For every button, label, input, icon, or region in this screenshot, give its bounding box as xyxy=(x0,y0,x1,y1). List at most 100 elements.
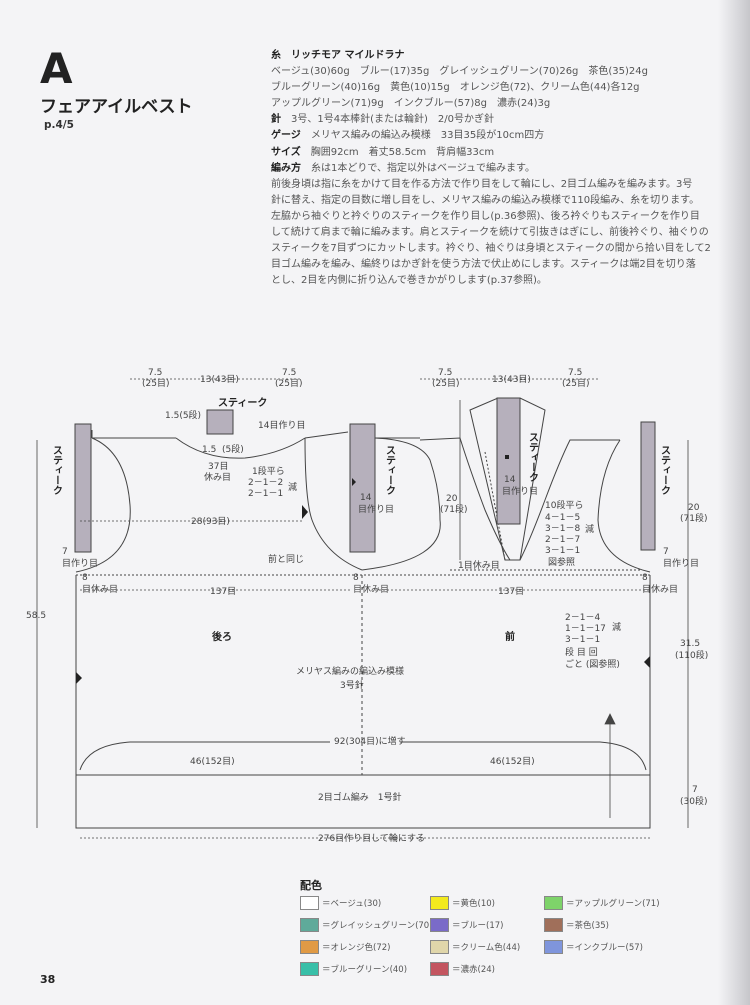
front-armhole-left xyxy=(361,437,441,571)
vertical-steek-labels: スティーク スティーク スティーク スティーク xyxy=(51,432,671,495)
dim-shoulder: 7.5 xyxy=(282,368,296,378)
total-height: 58.5 xyxy=(26,611,46,621)
marker-triangle xyxy=(352,478,356,486)
swatch xyxy=(544,940,563,954)
size-row: サイズ胸囲92cm 着丈58.5cm 背肩幅33cm xyxy=(271,145,701,161)
decrease-row: 4－1－5 xyxy=(545,513,580,523)
steek-front-neck xyxy=(496,397,521,525)
figure-ref: 図参照 xyxy=(548,556,575,568)
gauge-row: ゲージメリヤス編みの編込み模様 33目35段が10cm四方 xyxy=(271,128,701,144)
decrease-row: 10段平ら xyxy=(545,499,583,511)
method-line: して続けて肩まで輪に編みます。肩とスティークを続けて引抜きはぎにし、前後衿ぐり、… xyxy=(271,227,709,239)
yarn-line: アップルグリーン(71)9g インクブルー(57)8g 濃赤(24)3g xyxy=(271,98,551,110)
steek-cast: 目作り目 xyxy=(62,557,98,569)
dim-shoulder: 7.5 xyxy=(438,368,452,378)
front-neck-right xyxy=(519,439,620,561)
yarn-row: 糸リッチモア マイルドラナ xyxy=(271,48,701,64)
swatch xyxy=(430,896,449,910)
steek-hold: 8 xyxy=(82,573,88,583)
gauge-label: ゲージ xyxy=(271,130,301,142)
back-shoulder-line-right xyxy=(304,431,349,439)
dim20-st: (71段) xyxy=(440,503,467,515)
page-number: 38 xyxy=(40,973,56,986)
body-height-st: (110段) xyxy=(675,649,708,661)
front-armhole-right xyxy=(597,439,651,573)
legend-label: ＝クリーム色(44) xyxy=(452,943,521,953)
body-height: 31.5 xyxy=(680,639,700,649)
cast-on-label: 276目作り目して輪にする xyxy=(318,832,425,844)
front-label: 前 xyxy=(505,630,515,643)
steek-label-vertical: スティーク xyxy=(659,445,671,495)
back-armhole-left xyxy=(75,437,131,573)
neck-hold-label: 休み目 xyxy=(204,471,231,483)
dim-shoulder-st: (25目) xyxy=(142,378,169,389)
size-text: 胸囲92cm 着丈58.5cm 背肩幅33cm xyxy=(310,146,495,158)
decrease-row: 段 目 回 xyxy=(565,646,598,658)
gauge-text: メリヤス編みの編込み模様 33目35段が10cm四方 xyxy=(310,130,545,142)
page-reference: p.4/5 xyxy=(44,119,74,131)
rib-label: 2目ゴム編み 1号針 xyxy=(318,791,401,803)
neck-rows-label: 1.5 xyxy=(202,445,216,455)
method-line: とし、2目を内側に折り込んで巻きかがりします(p.37参照)。 xyxy=(271,275,547,287)
legend-label: ＝濃赤(24) xyxy=(452,965,495,975)
st137-left: 137目 xyxy=(210,586,236,597)
back-armhole-right xyxy=(304,437,363,571)
decrease-row: 3－1－8 xyxy=(545,524,580,534)
pattern-needle: 3号針 xyxy=(340,679,364,691)
neck-hold-label: 37目 xyxy=(208,461,228,472)
steek-label: スティーク xyxy=(218,397,267,409)
legend-title: 配色 xyxy=(300,879,322,892)
dim20: 20 xyxy=(688,503,700,513)
steeks xyxy=(74,397,656,553)
method-line: スティークを7目ずつにカットします。衿ぐり、袖ぐりは身頃とスティークの間から拾い… xyxy=(271,243,711,255)
increase-curve-left xyxy=(79,741,330,771)
legend-item: ＝黄色(10) xyxy=(430,896,495,910)
pattern-title: フェアアイルベスト xyxy=(40,97,193,117)
legend-item: ＝グレイッシュグリーン(70) xyxy=(300,918,433,932)
back-neckline xyxy=(175,437,306,459)
needle-text: 3号、1号4本棒針(または輪針) 2/0号かぎ針 xyxy=(291,114,494,126)
body-outline xyxy=(75,397,651,829)
neck-rows-st: (5段) xyxy=(222,443,244,455)
steek-cast14: 14 xyxy=(504,475,516,485)
method-line: 針に替え、指定の目数に増し目をし、メリヤス編みの編込み模様で110段編み、糸を切… xyxy=(271,194,700,206)
steek-cast: 7 xyxy=(663,547,669,557)
rib-outline xyxy=(75,775,651,829)
half-width-right: 46(152目) xyxy=(490,756,535,767)
st137-right: 137目 xyxy=(498,586,524,597)
decrease-row: 1－1－17 xyxy=(565,624,606,634)
rib-height-st: (30段) xyxy=(680,795,707,807)
steek-cast: 7 xyxy=(62,547,68,557)
back-width: 28(93目) xyxy=(191,516,230,527)
legend-label: ＝ブルーグリーン(40) xyxy=(322,965,408,975)
steek-back-right xyxy=(349,423,376,553)
steek-cast14: 目作り目 xyxy=(358,503,394,515)
legend-item: ＝アップルグリーン(71) xyxy=(544,896,660,910)
legend-label: ＝アップルグリーン(71) xyxy=(566,899,660,909)
legend-item: ＝インクブルー(57) xyxy=(544,940,643,954)
legend-label: ＝インクブルー(57) xyxy=(566,943,643,953)
marker-triangle xyxy=(76,672,82,684)
legend-label: ＝グレイッシュグリーン(70) xyxy=(322,921,433,931)
yarn-line: ベージュ(30)60g ブルー(17)35g グレイッシュグリーン(70)26g… xyxy=(271,66,648,78)
steek-front-right xyxy=(640,421,656,551)
decrease-row: 2－1－7 xyxy=(545,535,580,545)
dim20: 20 xyxy=(446,494,458,504)
legend-label: ＝ブルー(17) xyxy=(452,921,504,931)
method-line: 目ゴム編みを編み、編終りはかぎ針を使う方法で伏止めにします。スティークは端2目を… xyxy=(271,259,696,271)
dim-shoulder-st: (25目) xyxy=(432,378,459,389)
markers xyxy=(76,455,650,684)
decrease-row: 2－1－4 xyxy=(565,613,600,623)
legend-item: ＝ブルー(17) xyxy=(430,918,503,932)
marker-square xyxy=(505,455,509,459)
marker-triangle xyxy=(644,656,650,668)
steek-hold: 目休み目 xyxy=(82,583,118,595)
neck-rows-label: 1.5(5段) xyxy=(165,409,201,421)
legend-label: ＝ベージュ(30) xyxy=(322,899,382,909)
steek-label-vertical: スティーク xyxy=(51,445,63,495)
page-edge-shadow xyxy=(718,0,750,1005)
decrease-row: 1段平ら xyxy=(252,465,285,477)
steek-cast14: 目作り目 xyxy=(502,485,538,497)
steek-hold: 目休み目 xyxy=(642,583,678,595)
